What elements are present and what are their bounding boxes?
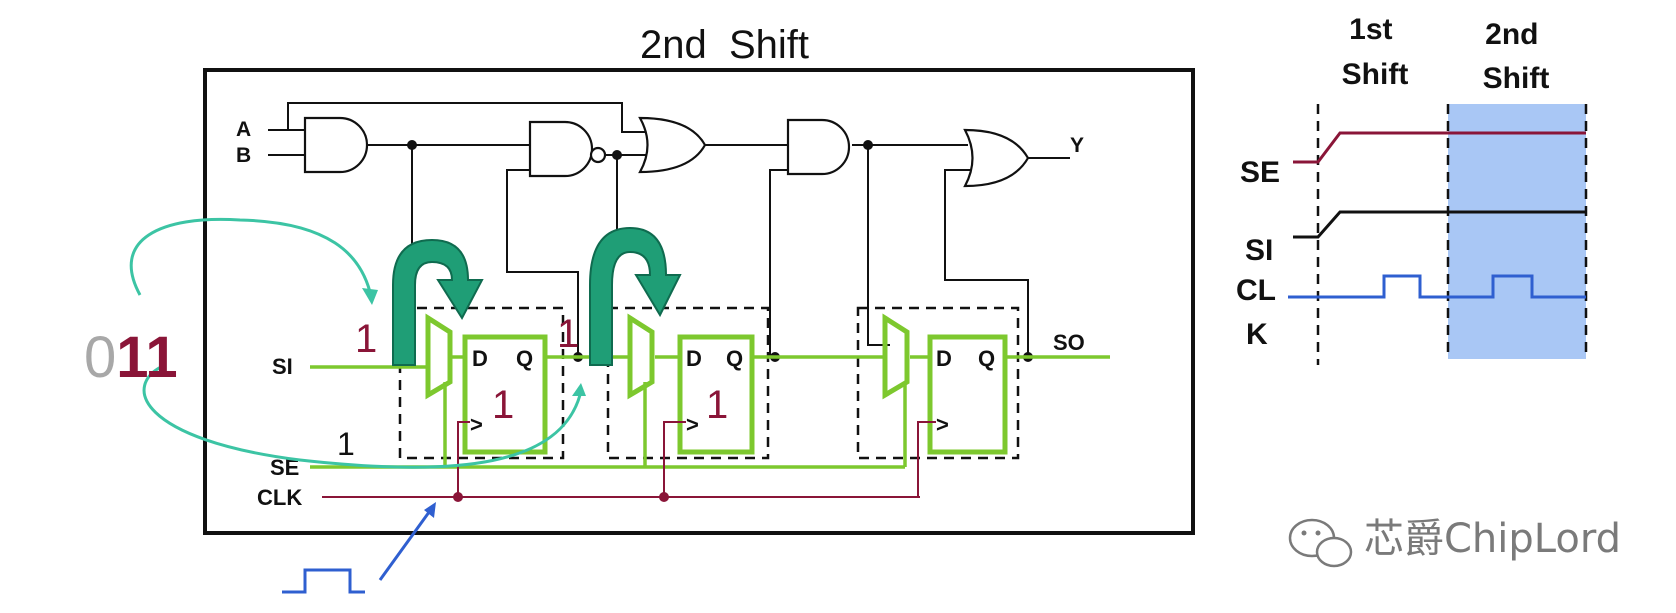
circuit-frame — [203, 68, 1195, 535]
clock-pulse-arrowhead — [424, 502, 436, 518]
scan-cell-3 — [856, 306, 1020, 460]
and-gate-1 — [303, 116, 369, 174]
capture-arrow-2 — [589, 226, 682, 366]
clock-network — [322, 421, 936, 502]
junction-dots — [407, 140, 1033, 362]
scan-cell-1 — [398, 306, 565, 460]
clock-pulse-symbol — [282, 568, 365, 594]
watermark-text: 芯爵ChipLord — [1364, 516, 1621, 562]
mux1-input-value: 1 — [355, 317, 377, 361]
flip-flop-3 — [927, 334, 1008, 455]
and-gate-3 — [786, 118, 851, 176]
ff3-q-label: Q — [978, 346, 995, 371]
waveform-header-1st: 1st Shift — [1342, 13, 1409, 91]
nand-gate — [528, 120, 594, 178]
scan-in-arrow-top — [129, 217, 372, 296]
scan-mux-3 — [882, 313, 910, 400]
header-1st-line2: Shift — [1342, 58, 1409, 91]
label-clk-line1: CL — [1236, 274, 1276, 307]
so-port-label: SO — [1053, 330, 1085, 355]
flip-flop-1 — [462, 334, 548, 455]
ff1-q-label: Q — [516, 346, 533, 371]
ff1-d-label: D — [472, 346, 488, 371]
output-y-label: Y — [1070, 134, 1084, 157]
waveform-se — [1293, 131, 1586, 164]
mux2-input-value: 1 — [557, 312, 579, 356]
scan-in-arrowhead-top — [362, 288, 378, 305]
waveform-label-si: SI — [1245, 234, 1273, 267]
ff1-stored-value: 1 — [492, 383, 514, 427]
scan-sequence-consumed: 0 — [84, 325, 116, 390]
label-clk-line2: K — [1246, 318, 1268, 351]
ff2-clk-label: > — [686, 412, 699, 437]
scan-mux-1 — [425, 313, 453, 400]
wechat-logo — [1288, 518, 1353, 568]
ff2-q-label: Q — [726, 346, 743, 371]
scan-in-arrow-bottom — [142, 363, 582, 469]
flip-flop-2 — [677, 334, 755, 455]
scan-in-arrowhead-bottom — [572, 383, 586, 396]
input-b-label: B — [236, 144, 251, 167]
or-gate-2 — [963, 128, 1030, 188]
ff3-clk-label: > — [936, 412, 949, 437]
ff3-d-label: D — [936, 346, 952, 371]
clock-pulse-arrow — [378, 507, 434, 581]
scan-sequence: 011 — [84, 325, 178, 390]
scan-cell-2 — [606, 306, 770, 460]
se-value: 1 — [337, 426, 355, 462]
scan-sequence-pending: 11 — [116, 325, 177, 390]
ff1-clk-label: > — [470, 412, 483, 437]
waveform-label-se: SE — [1240, 156, 1280, 189]
waveform-label-clk: CL K — [1236, 274, 1284, 351]
header-1st-line1: 1st — [1349, 13, 1392, 46]
si-port-label: SI — [272, 354, 293, 379]
waveform-header-2nd: 2nd Shift — [1483, 18, 1550, 95]
or-gate-1 — [638, 116, 707, 174]
diagram-title: 2nd Shift — [640, 23, 809, 67]
waveform-si — [1293, 210, 1586, 239]
header-2nd-line1: 2nd — [1485, 18, 1538, 51]
logic-wires — [268, 102, 1070, 357]
scan-mux-2 — [627, 313, 655, 400]
capture-arrow-1 — [392, 238, 484, 366]
waveform-clk — [1288, 274, 1586, 299]
nand-bubble — [589, 146, 607, 164]
waveform-highlight — [1448, 104, 1586, 359]
ff2-stored-value: 1 — [706, 383, 728, 427]
ff2-d-label: D — [686, 346, 702, 371]
clk-port-label: CLK — [257, 485, 302, 510]
input-a-label: A — [236, 118, 251, 141]
header-2nd-line2: Shift — [1483, 62, 1550, 95]
